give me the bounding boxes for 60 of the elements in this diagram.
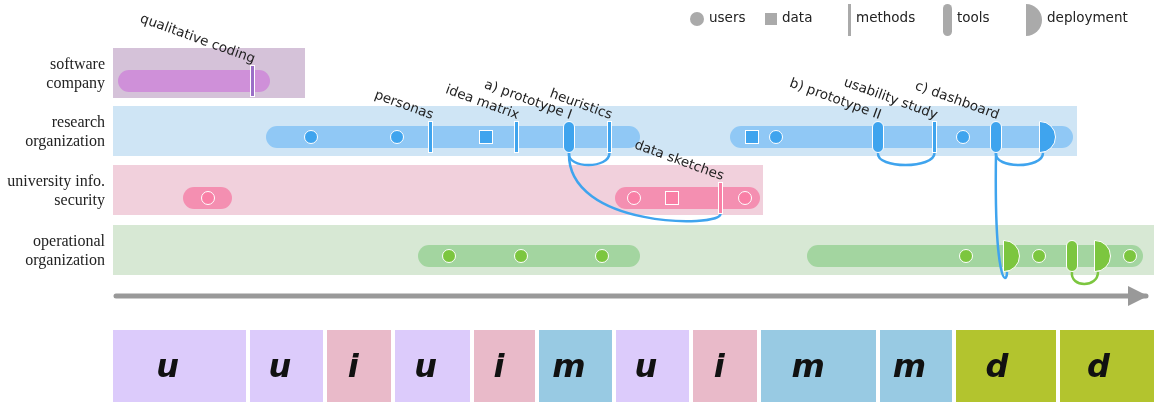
category-letter: i [347,347,359,385]
timeline-bar [418,245,640,267]
category-letter: d [985,347,1009,385]
category-letter: u [414,347,438,385]
row-label: university info. security [6,171,105,209]
deployment-marker [1094,240,1111,272]
category-block [761,330,876,402]
user-marker [956,130,970,144]
category-block [539,330,612,402]
category-block [616,330,689,402]
category-letter: u [634,347,658,385]
user-marker [769,130,783,144]
user-marker [595,249,609,263]
row-label: operational organization [24,231,105,269]
user-marker [390,130,404,144]
data-marker [665,191,679,205]
legend-label: users [709,9,746,25]
deployment-marker [1003,240,1020,272]
category-block [1060,330,1154,402]
category-block [395,330,470,402]
connector-arc [567,152,611,167]
user-marker [627,191,641,205]
category-block [113,330,246,402]
connector-arc [994,152,1045,167]
category-block [693,330,757,402]
user-marker [1032,249,1046,263]
legend-label: methods [856,9,916,25]
category-letter: u [268,347,292,385]
tool-marker [1066,240,1078,272]
user-marker [201,191,215,205]
timeline-bar [183,187,232,209]
user-marker [442,249,456,263]
user-marker [738,191,752,205]
deployment-marker [1039,121,1056,153]
category-letter: i [493,347,505,385]
category-letter: m [892,347,927,385]
category-letter: i [713,347,725,385]
data-marker [479,130,493,144]
category-block [474,330,535,402]
connector-arc [567,152,722,223]
legend-label: data [782,9,813,25]
user-marker [959,249,973,263]
category-block [956,330,1056,402]
category-letter: d [1087,347,1110,385]
row-label: research organization [24,112,105,150]
category-letter: u [156,347,179,385]
connector-arc [994,153,1009,279]
connector-arc [1070,271,1100,286]
user-marker [1123,249,1137,263]
category-block [327,330,391,402]
user-marker [304,130,318,144]
category-block [250,330,323,402]
category-block [880,330,952,402]
category-letter: m [791,347,825,385]
legend-label: deployment [1047,9,1128,25]
legend-label: tools [957,9,990,25]
row-label: software company [45,54,105,92]
data-marker [745,130,759,144]
user-marker [514,249,528,263]
category-letter: m [552,347,586,385]
